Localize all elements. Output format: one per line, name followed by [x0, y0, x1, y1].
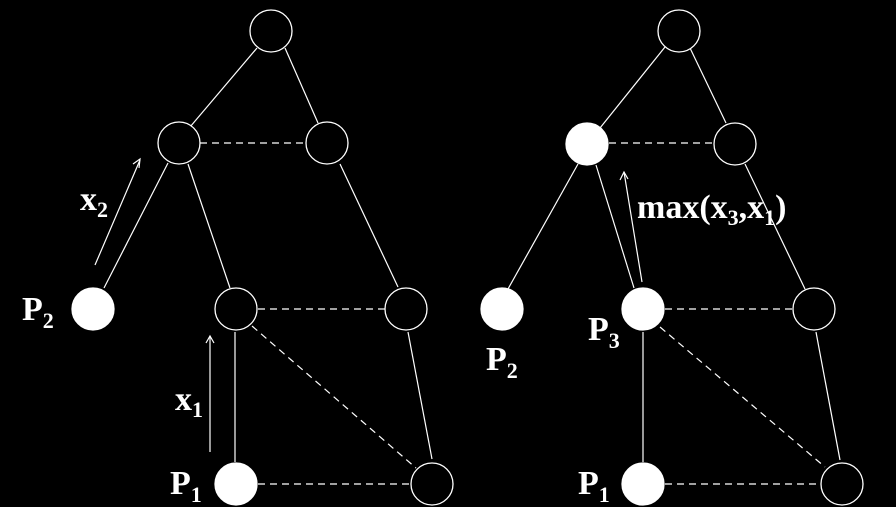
right-label-p2: P2: [486, 341, 518, 383]
left-arrow-x1: [205, 334, 215, 452]
left-edge-midleft-to-lowerleft: [187, 163, 231, 289]
right-node-p3: [621, 287, 665, 331]
left-label-p2: P2: [22, 291, 54, 333]
right-edge-upperright-to-lowerright: [744, 163, 806, 290]
right-label-max: max(x3,x1): [637, 189, 786, 230]
right-arrow-max: [619, 170, 643, 283]
right-node-lower-right: [792, 287, 836, 331]
left-label-p1: P1: [170, 465, 202, 507]
left-arrow-x2: [94, 157, 141, 266]
left-label-x2: x2: [80, 181, 108, 222]
left-diagram: x2 P2 x1 P1: [22, 9, 454, 507]
left-node-lower-left: [214, 287, 258, 331]
right-node-p2: [480, 287, 524, 331]
left-edge-midright-to-lowerright: [339, 163, 399, 288]
right-label-p3: P3: [588, 311, 620, 353]
right-dash-diagonal: [659, 326, 826, 468]
left-node-lower-right: [384, 287, 428, 331]
left-dash-diagonal: [251, 325, 417, 469]
left-node-p2: [71, 287, 115, 331]
left-label-x1: x1: [175, 381, 203, 422]
right-edge-lowerright-to-bottomright: [815, 331, 841, 461]
right-edge-top-to-upperleft: [599, 46, 666, 129]
right-node-p1: [621, 462, 665, 506]
right-node-top: [657, 9, 701, 53]
left-node-mid-right: [305, 121, 349, 165]
right-node-upper-right: [713, 122, 757, 166]
left-node-p1: [214, 462, 258, 506]
right-label-p1: P1: [578, 465, 610, 507]
left-node-top: [249, 9, 293, 53]
right-node-bottom-right: [820, 462, 864, 506]
left-edge-lowerright-to-bottomright: [407, 331, 433, 460]
left-node-mid-left: [157, 121, 201, 165]
right-node-upper-left: [565, 122, 609, 166]
right-edge-upperleft-to-p2: [507, 163, 579, 290]
right-diagram: max(x3,x1) P2 P3 P1: [480, 9, 864, 507]
left-edge-top-to-midleft: [189, 47, 258, 128]
left-node-bottom-right: [410, 462, 454, 506]
left-edge-midleft-to-p2: [103, 162, 169, 289]
right-edge-upperleft-to-p3: [595, 164, 635, 289]
left-edge-top-to-midright: [284, 47, 319, 124]
right-edge-top-to-upperright: [689, 47, 727, 124]
